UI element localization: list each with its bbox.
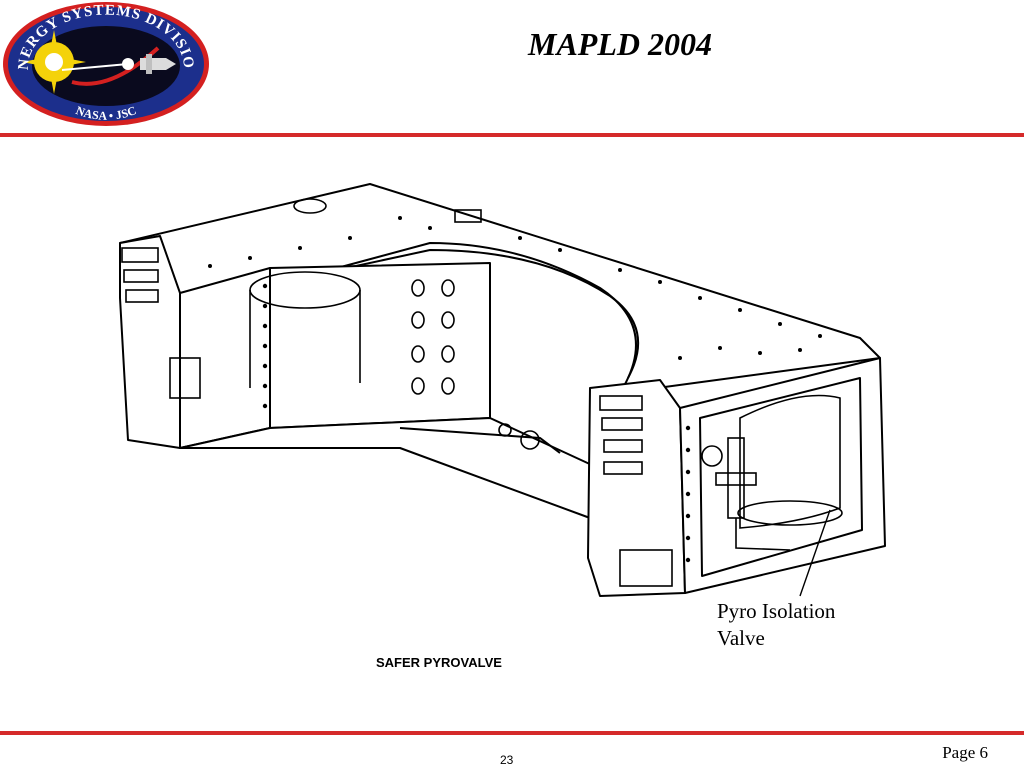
bottom-divider — [0, 731, 1024, 735]
pyro-isolation-valve-callout: Pyro Isolation Valve — [717, 598, 835, 652]
page-label: Page 6 — [942, 743, 988, 762]
figure-caption: SAFER PYROVALVE — [376, 655, 502, 670]
callout-line-2: Valve — [717, 626, 765, 650]
top-divider — [0, 133, 1024, 137]
slide-title: MAPLD 2004 — [528, 26, 712, 62]
logo-bottom-text: NASA • JSC — [74, 103, 138, 123]
spacecraft-icon — [140, 54, 176, 74]
svg-text:NASA • JSC: NASA • JSC — [74, 103, 138, 123]
callout-line-1: Pyro Isolation — [717, 599, 836, 623]
sun-icon — [22, 30, 86, 94]
slide-number: 23 — [500, 753, 514, 767]
safer-pyrovalve-drawing — [119, 183, 886, 597]
